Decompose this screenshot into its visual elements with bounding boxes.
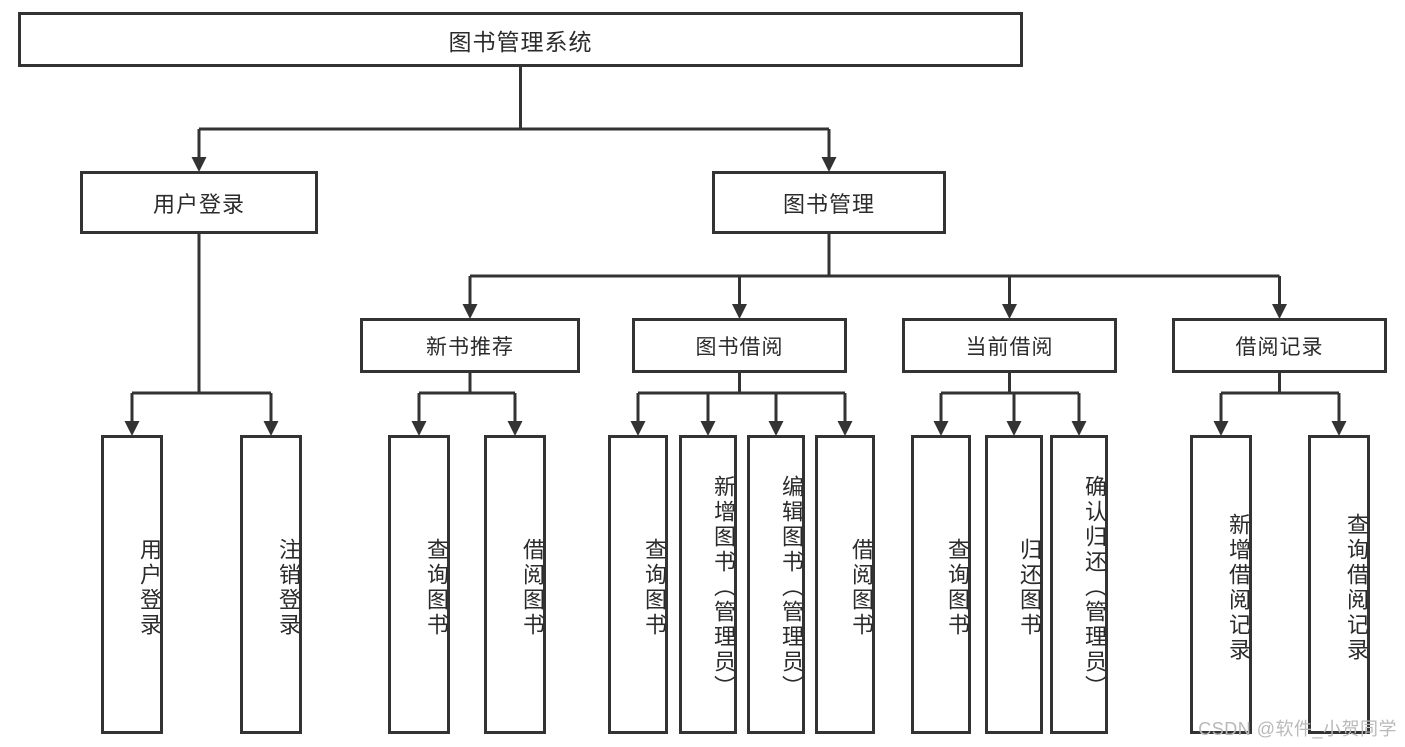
node-label: 新书推荐 <box>426 335 514 359</box>
node-label: 当前借阅 <box>965 335 1054 359</box>
node-label: 图书管理 <box>782 191 875 217</box>
node-label: 查询图书 <box>945 537 970 638</box>
node-leaf-borrow-book-2[interactable]: 借阅图书 <box>815 435 875 734</box>
node-leaf-borrow-book-1[interactable]: 借阅图书 <box>484 435 546 734</box>
node-borrow-record[interactable]: 借阅记录 <box>1172 318 1387 373</box>
node-label: 注销登录 <box>276 537 301 638</box>
node-leaf-add-book-admin[interactable]: 新增图书（管理员） <box>679 435 737 734</box>
node-label: 编辑图书（管理员） <box>779 475 804 700</box>
node-label: 用户登录 <box>137 537 162 638</box>
node-label: 新增图书（管理员） <box>711 475 736 700</box>
node-leaf-query-book-1[interactable]: 查询图书 <box>388 435 450 734</box>
node-label: 借阅记录 <box>1235 335 1324 359</box>
node-leaf-query-book-3[interactable]: 查询图书 <box>911 435 971 734</box>
node-new-book-recommend[interactable]: 新书推荐 <box>360 318 580 373</box>
node-label: 新增借阅记录 <box>1226 512 1251 663</box>
node-leaf-logout-login[interactable]: 注销登录 <box>240 435 302 734</box>
node-book-management[interactable]: 图书管理 <box>712 171 946 234</box>
node-label: 查询图书 <box>424 537 449 638</box>
node-label: 查询图书 <box>642 537 667 638</box>
node-leaf-query-book-2[interactable]: 查询图书 <box>608 435 668 734</box>
node-current-borrow[interactable]: 当前借阅 <box>902 318 1117 373</box>
node-root[interactable]: 图书管理系统 <box>18 12 1023 67</box>
node-label: 图书借阅 <box>695 335 784 359</box>
node-label: 查询借阅记录 <box>1344 512 1369 663</box>
node-label: 确认归还（管理员） <box>1082 475 1107 700</box>
node-label: 归还图书 <box>1017 537 1042 638</box>
node-leaf-edit-book-admin[interactable]: 编辑图书（管理员） <box>747 435 805 734</box>
node-leaf-confirm-return-admin[interactable]: 确认归还（管理员） <box>1050 435 1108 734</box>
node-leaf-query-borrow-record[interactable]: 查询借阅记录 <box>1308 435 1370 734</box>
node-leaf-return-book[interactable]: 归还图书 <box>985 435 1043 734</box>
watermark-text: CSDN @软件_小贺同学 <box>1198 719 1397 739</box>
node-book-borrow[interactable]: 图书借阅 <box>632 318 847 373</box>
node-leaf-add-borrow-record[interactable]: 新增借阅记录 <box>1190 435 1252 734</box>
node-label: 借阅图书 <box>520 537 545 638</box>
node-leaf-user-login[interactable]: 用户登录 <box>101 435 163 734</box>
node-label: 用户登录 <box>152 191 245 217</box>
node-label: 图书管理系统 <box>448 28 593 55</box>
node-user-login[interactable]: 用户登录 <box>80 171 318 234</box>
node-label: 借阅图书 <box>849 537 874 638</box>
